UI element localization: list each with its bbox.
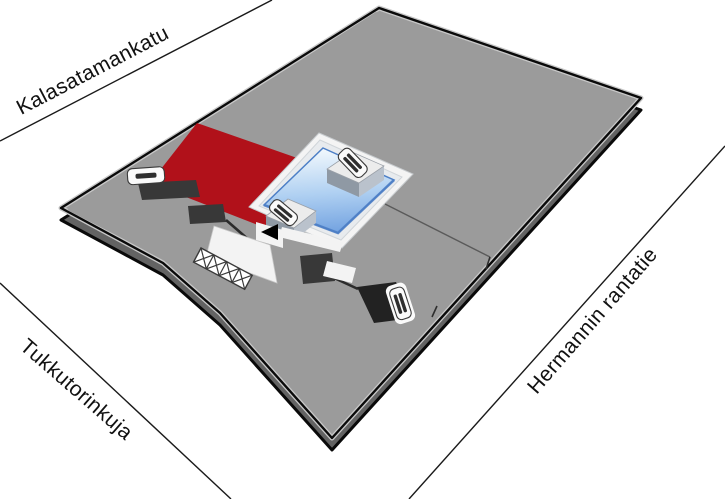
deck-joint-line: [384, 203, 491, 258]
stair-symbol-pool-2: [268, 199, 298, 227]
plaza-pool-bridge: [279, 227, 343, 252]
stair-tread-line: [205, 254, 215, 270]
stair-symbol-pool-1: [337, 147, 368, 179]
stair-symbol-bar: [273, 208, 290, 222]
stair-symbol-escalator: [385, 282, 416, 325]
street-line-kalasatamankatu: [0, 0, 273, 142]
stair-tread-line: [231, 268, 240, 283]
wall-block-northwest: [138, 180, 200, 200]
pool-platform-1: [326, 147, 385, 197]
direction-arrow-icon: [261, 224, 278, 240]
stair-symbol-pill: [337, 147, 368, 179]
platform1-side-left: [327, 169, 359, 197]
plaza-main: [205, 225, 278, 284]
wall-block-center: [188, 204, 226, 224]
deck-edge-seam-2: [431, 305, 438, 318]
deck-edge-seam: [485, 256, 491, 270]
stair-symbol-bar: [398, 293, 407, 313]
deck-outline: [59, 6, 643, 440]
stair-cross-hatch: [193, 247, 253, 290]
stair-symbol-northwest: [126, 166, 166, 186]
stair-tread-line: [218, 261, 228, 277]
cross-stairs: [192, 247, 254, 291]
stair-symbol-bar: [346, 153, 362, 170]
stair-symbol-pill: [268, 199, 298, 227]
street-line-hermannin-rantatie: [408, 145, 725, 499]
stair-symbol-bar: [343, 156, 359, 173]
plaza-landing-south: [323, 261, 356, 283]
stair-symbol-bar: [277, 204, 293, 218]
street-line-tukkutorinkuja: [0, 282, 232, 499]
stair-symbol-bar: [393, 294, 403, 314]
stair-symbol-bar: [135, 172, 157, 179]
platform1-side-right: [359, 166, 384, 197]
escalator-block: [357, 282, 416, 325]
